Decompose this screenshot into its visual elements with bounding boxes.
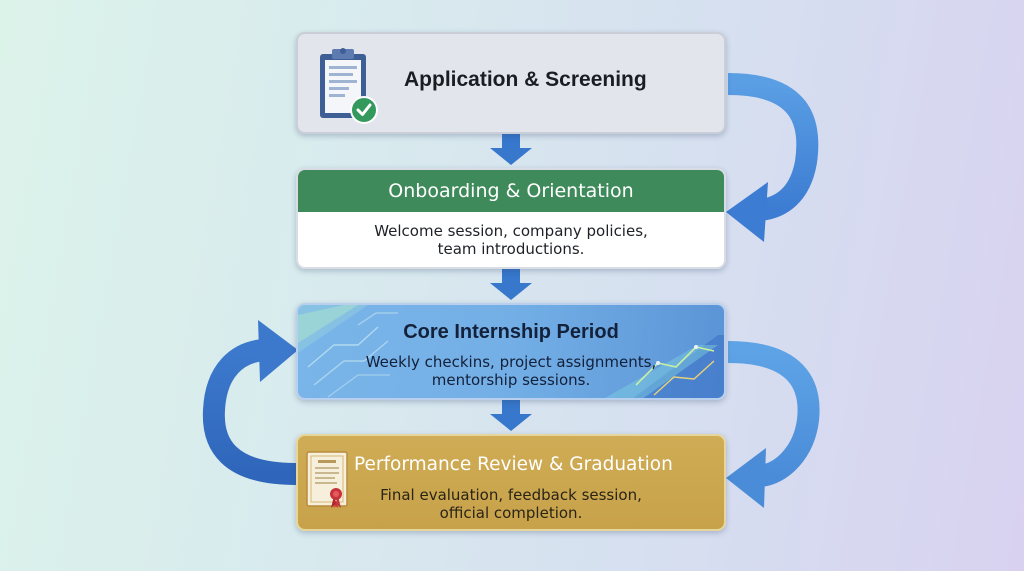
- stage-application-screening: Application & Screening: [296, 32, 726, 134]
- stage-description: Final evaluation, feedback session, offi…: [298, 486, 724, 522]
- stage-title: Performance Review & Graduation: [354, 454, 673, 475]
- down-arrow-2: [490, 269, 532, 300]
- stage-header: Onboarding & Orientation: [298, 170, 724, 212]
- stage-description: Welcome session, company policies, team …: [298, 222, 724, 258]
- stage-description-line: team introductions.: [437, 240, 585, 258]
- loop-arrow-right-top: [727, 73, 819, 221]
- loop-arrowhead-right-bottom: [726, 448, 766, 508]
- loop-arrowhead-right-top: [726, 182, 768, 242]
- loop-arrowhead-left: [258, 320, 298, 382]
- down-arrow-1: [490, 134, 532, 165]
- stage-description: Weekly checkins, project assignments, me…: [298, 353, 724, 389]
- stage-description-line: mentorship sessions.: [431, 371, 591, 389]
- circuit-decoration: [298, 305, 724, 398]
- loop-arrow-right-bottom: [727, 341, 820, 487]
- stage-title: Onboarding & Orientation: [388, 180, 634, 202]
- clipboard-check-icon: [320, 48, 378, 124]
- stage-core-internship: Core Internship Period Weekly checkins, …: [296, 303, 726, 400]
- stage-description-line: Welcome session, company policies,: [374, 222, 648, 240]
- stage-title: Core Internship Period: [403, 321, 619, 343]
- stage-description-line: official completion.: [439, 504, 583, 522]
- stage-title: Application & Screening: [404, 68, 647, 91]
- loop-arrow-left: [202, 339, 297, 485]
- stage-performance-review: Performance Review & Graduation Final ev…: [296, 434, 726, 531]
- certificate-icon: [306, 451, 348, 508]
- stage-description-line: Final evaluation, feedback session,: [380, 486, 642, 504]
- stage-onboarding-orientation: Onboarding & Orientation Welcome session…: [296, 168, 726, 269]
- stage-description-line: Weekly checkins, project assignments,: [365, 353, 657, 371]
- down-arrow-3: [490, 400, 532, 431]
